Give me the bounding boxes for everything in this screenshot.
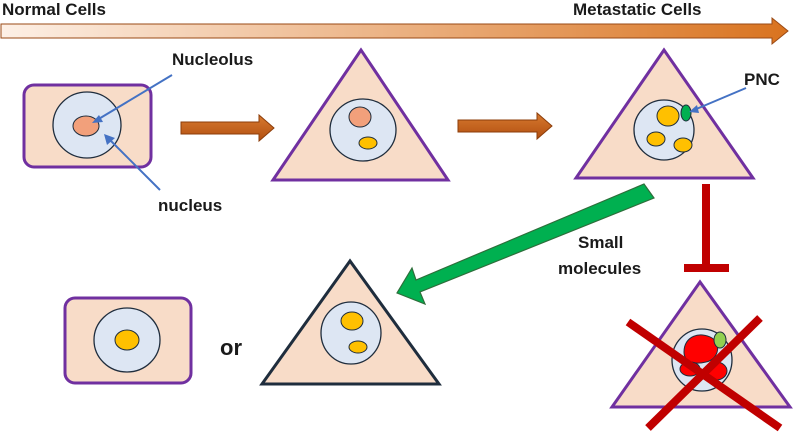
small-molecules-label-line1: Small — [578, 233, 623, 252]
nucleolus-pointer-line — [96, 74, 173, 121]
nucleolus — [656, 105, 680, 127]
metastatic-cells-label: Metastatic Cells — [573, 0, 702, 19]
inhibition-symbol — [684, 184, 729, 272]
cross-mark-line — [645, 315, 763, 431]
nucleolus-label: Nucleolus — [172, 50, 253, 69]
nucleolus — [114, 329, 140, 351]
nucleolus — [673, 137, 693, 153]
nucleus — [329, 98, 397, 162]
nucleus-label: nucleus — [158, 196, 222, 215]
nucleus-pointer-line — [109, 139, 161, 191]
pnc-body — [713, 331, 727, 349]
pnc-pointer-line — [693, 87, 747, 111]
progression-arrow-2 — [457, 111, 553, 141]
nucleolus — [340, 311, 364, 331]
transitional-cell — [270, 47, 451, 182]
reverted-normal-cell — [63, 296, 193, 385]
nucleolus-pointer-arrowhead — [92, 115, 103, 123]
pnc-pointer-arrowhead — [689, 105, 699, 113]
red-nucleolus — [683, 334, 719, 364]
small-molecules-label-line2: molecules — [558, 259, 641, 278]
nucleolus-small — [348, 340, 368, 354]
nucleolus — [646, 131, 666, 147]
progression-arrow-1 — [180, 113, 275, 143]
nucleolus-small — [358, 136, 378, 150]
blocked-metastatic-cell — [609, 279, 793, 432]
pnc-label: PNC — [744, 70, 780, 89]
progression-bar-arrow — [0, 16, 789, 46]
small-molecules-arrow — [396, 183, 655, 306]
normal-cell — [22, 83, 153, 169]
or-label: or — [220, 335, 242, 360]
metastatic-cell — [573, 47, 756, 180]
nucleus-pointer-arrowhead — [104, 134, 115, 145]
reverted-triangular-cell — [259, 258, 442, 386]
pnc-body — [680, 104, 692, 122]
nucleolus — [72, 115, 100, 137]
nucleolus — [348, 106, 372, 128]
nucleus — [320, 301, 382, 365]
normal-cells-label: Normal Cells — [2, 0, 106, 19]
